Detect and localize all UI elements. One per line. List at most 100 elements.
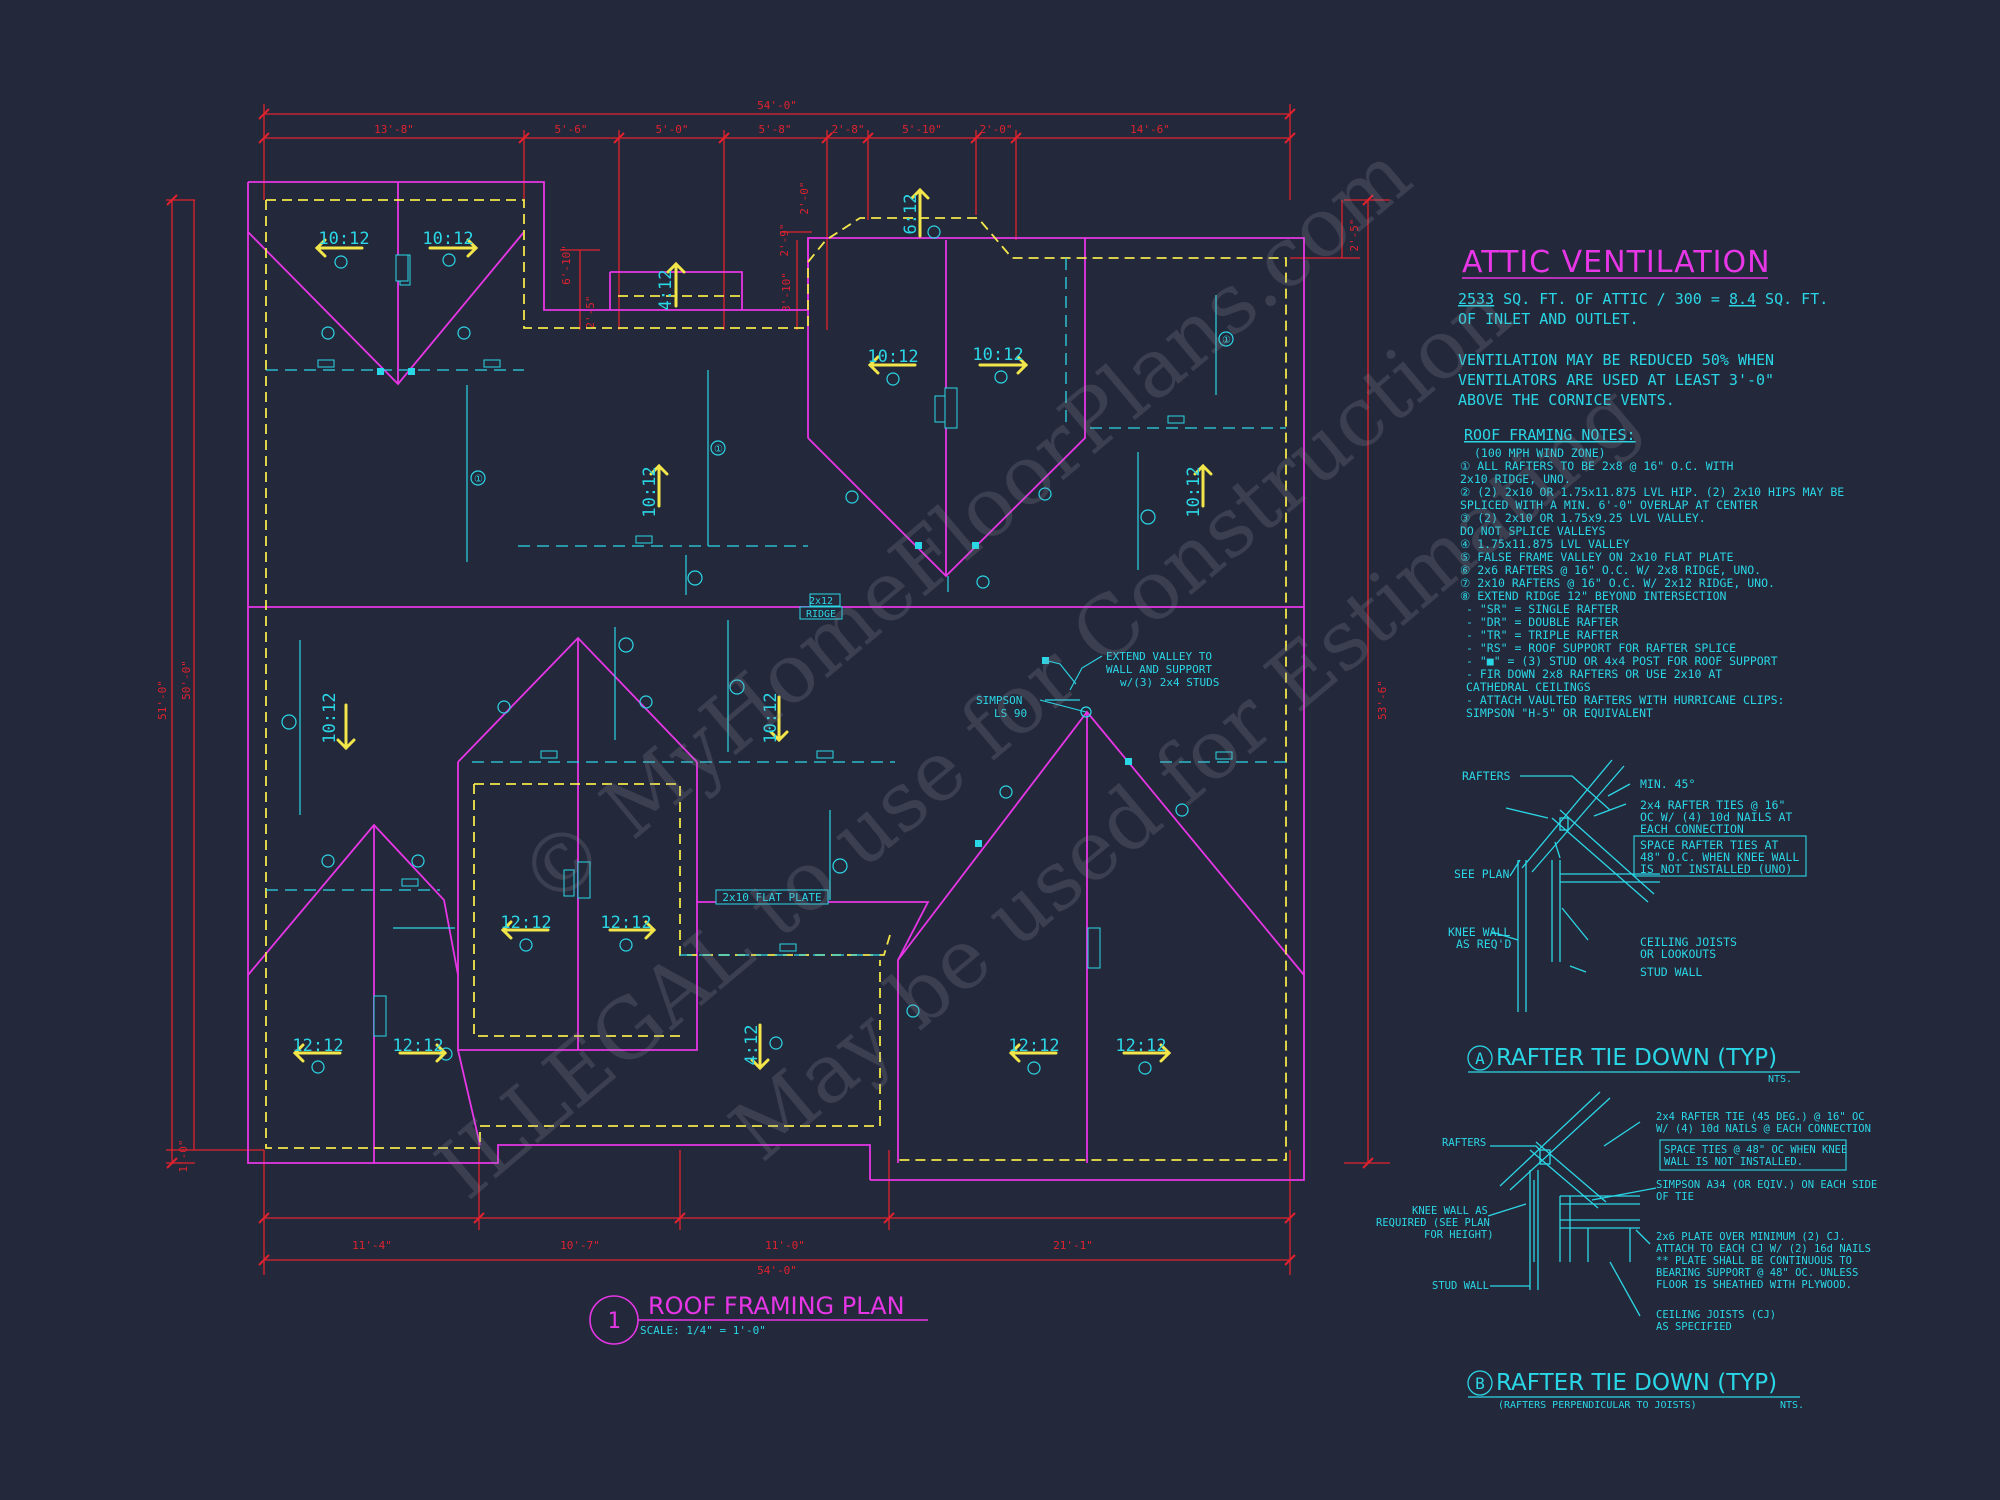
title-block: 1 ROOF FRAMING PLAN SCALE: 1/4" = 1'-0" bbox=[589, 1292, 928, 1345]
detail-b-plate-1: 2x6 PLATE OVER MINIMUM (2) CJ. bbox=[1656, 1231, 1846, 1243]
detail-b-plate-2: ATTACH TO EACH CJ W/ (2) 16d NAILS bbox=[1656, 1243, 1871, 1255]
dim-bottom-seg-1: 11'-4" bbox=[352, 1239, 392, 1252]
dim-top-seg-3: 5'-0" bbox=[655, 123, 688, 136]
notes-line-8: ④ 1.75x11.875 LVL VALLEY bbox=[1460, 537, 1630, 551]
pitch-label-8: 10:12 bbox=[1184, 466, 1204, 517]
ridge-size-label: 2x12 bbox=[809, 596, 833, 607]
attic-para-2: VENTILATORS ARE USED AT LEAST 3'-0" bbox=[1458, 371, 1774, 389]
drawing-scale: SCALE: 1/4" = 1'-0" bbox=[640, 1324, 766, 1337]
attic-sqft-value: 2533 bbox=[1458, 290, 1494, 308]
pitch-label-4: 6:12 bbox=[901, 194, 921, 235]
drawing-title: ROOF FRAMING PLAN bbox=[648, 1292, 905, 1320]
attic-title: ATTIC VENTILATION bbox=[1462, 245, 1771, 280]
detail-b-ceiling-2: AS SPECIFIED bbox=[1656, 1321, 1732, 1333]
pitch-label-13: 12:12 bbox=[292, 1036, 343, 1056]
notes-title: ROOF FRAMING NOTES: bbox=[1464, 426, 1636, 444]
detail-b-rafters: RAFTERS bbox=[1442, 1137, 1486, 1149]
pitch-label-17: 12:12 bbox=[1115, 1036, 1166, 1056]
pitch-label-7: 10:12 bbox=[640, 466, 660, 517]
dim-misc-6: 2'-5" bbox=[1348, 218, 1361, 251]
detail-a-tie-3: EACH CONNECTION bbox=[1640, 822, 1744, 836]
detail-b-plate-5: FLOOR IS SHEATHED WITH PLYWOOD. bbox=[1656, 1279, 1852, 1291]
pitch-arrows bbox=[292, 187, 1213, 1071]
roof-framing-notes: ROOF FRAMING NOTES: (100 MPH WIND ZONE) … bbox=[1460, 426, 1844, 720]
plan-note-markers: ① ① ① bbox=[474, 335, 1231, 485]
detail-b-plate-4: BEARING SUPPORT @ 48" OC. UNLESS bbox=[1656, 1267, 1858, 1279]
dim-left-inner: 50'-0" bbox=[180, 660, 193, 700]
detail-a-rafters: RAFTERS bbox=[1462, 769, 1511, 783]
simpson-note-line-2: LS 90 bbox=[994, 707, 1027, 720]
watermark-line-2: ILLEGAL to use for Construction bbox=[419, 265, 1528, 1217]
pitch-label-12: 12:12 bbox=[600, 913, 651, 933]
detail-a-space-2: 48" O.C. WHEN KNEE WALL bbox=[1640, 850, 1799, 864]
notes-line-17: - "■" = (3) STUD OR 4x4 POST FOR ROOF SU… bbox=[1466, 654, 1778, 668]
notes-line-6: ③ (2) 2x10 OR 1.75x9.25 LVL VALLEY. bbox=[1460, 511, 1706, 525]
pitch-label-5: 10:12 bbox=[867, 347, 918, 367]
pitch-label-6: 10:12 bbox=[972, 345, 1023, 365]
dim-bottom-seg-4: 21'-1" bbox=[1053, 1239, 1093, 1252]
notes-line-1: (100 MPH WIND ZONE) bbox=[1474, 446, 1606, 460]
notes-line-16: - "RS" = ROOF SUPPORT FOR RAFTER SPLICE bbox=[1466, 641, 1736, 655]
dim-right: 53'-6" bbox=[1376, 680, 1389, 720]
detail-a-ceiling-2: OR LOOKOUTS bbox=[1640, 947, 1716, 961]
detail-b-stud: STUD WALL bbox=[1432, 1280, 1489, 1292]
detail-b-subtitle: (RAFTERS PERPENDICULAR TO JOISTS) bbox=[1498, 1400, 1697, 1411]
note-marker-1: ① bbox=[474, 474, 483, 485]
detail-b-drawing bbox=[1487, 1091, 1657, 1317]
pitch-label-11: 12:12 bbox=[500, 913, 551, 933]
dim-bottom-seg-3: 11'-0" bbox=[765, 1239, 805, 1252]
detail-b-simpson-2: OF TIE bbox=[1656, 1191, 1694, 1203]
notes-line-11: ⑦ 2x10 RAFTERS @ 16" O.C. W/ 2x12 RIDGE,… bbox=[1460, 576, 1775, 590]
notes-line-5: SPLICED WITH A MIN. 6'-0" OVERLAP AT CEN… bbox=[1460, 498, 1758, 512]
dim-bottom-seg-2: 10'-7" bbox=[560, 1239, 600, 1252]
pitch-label-16: 12:12 bbox=[1008, 1036, 1059, 1056]
notes-line-10: ⑥ 2x6 RAFTERS @ 16" O.C. W/ 2x8 RIDGE, U… bbox=[1460, 563, 1761, 577]
dim-top-seg-6: 5'-10" bbox=[902, 123, 942, 136]
attic-para-3: ABOVE THE CORNICE VENTS. bbox=[1458, 391, 1675, 409]
detail-a-title: A RAFTER TIE DOWN (TYP) NTS. bbox=[1467, 1045, 1800, 1085]
dimension-labels: 54'-0" 13'-8" 5'-6" 5'-0" 5'-8" 2'-8" 5'… bbox=[156, 99, 1389, 1277]
dim-top-seg-1: 13'-8" bbox=[374, 123, 414, 136]
valley-note-line-2: WALL AND SUPPORT bbox=[1106, 663, 1212, 676]
attic-line-1-mid: SQ. FT. OF ATTIC / 300 = bbox=[1494, 290, 1729, 308]
detail-a-space-1: SPACE RAFTER TIES AT bbox=[1640, 838, 1779, 852]
detail-a-space-3: IS NOT INSTALLED (UNO) bbox=[1640, 862, 1792, 876]
detail-a-tie-1: 2x4 RAFTER TIES @ 16" bbox=[1640, 798, 1785, 812]
dim-left-outer: 51'-0" bbox=[156, 680, 169, 720]
roof-outline bbox=[247, 181, 1305, 1181]
dim-misc-1: 6'-10" bbox=[560, 245, 573, 285]
small-tags bbox=[317, 359, 1233, 952]
pitch-label-9: 10:12 bbox=[320, 692, 340, 743]
post-squares bbox=[377, 368, 1132, 847]
detail-a-stud: STUD WALL bbox=[1640, 965, 1702, 979]
note-circles bbox=[281, 225, 1234, 1075]
watermark: © MyHomeFloorPlans.com ILLEGAL to use fo… bbox=[419, 127, 1657, 1218]
dim-misc-5: 2'-0" bbox=[798, 181, 811, 214]
dim-top-overall: 54'-0" bbox=[757, 99, 797, 112]
plan-notes: EXTEND VALLEY TO WALL AND SUPPORT w/(3) … bbox=[976, 650, 1219, 720]
notes-line-19: CATHEDRAL CEILINGS bbox=[1466, 680, 1591, 694]
attic-para-1: VENTILATION MAY BE REDUCED 50% WHEN bbox=[1458, 351, 1774, 369]
detail-b-letter: B bbox=[1475, 1374, 1485, 1393]
dim-top-seg-4: 5'-8" bbox=[758, 123, 791, 136]
detail-b-space-1: SPACE TIES @ 48" OC WHEN KNEE bbox=[1664, 1144, 1847, 1156]
pitch-label-14: 12:12 bbox=[392, 1036, 443, 1056]
detail-b-space-2: WALL IS NOT INSTALLED. bbox=[1664, 1156, 1803, 1168]
attic-result-value: 8.4 bbox=[1729, 290, 1756, 308]
notes-line-18: - FIR DOWN 2x8 RAFTERS OR USE 2x10 AT bbox=[1466, 667, 1722, 681]
dim-top-seg-5: 2'-8" bbox=[831, 123, 864, 136]
attic-ventilation-block: ATTIC VENTILATION 2533 SQ. FT. OF ATTIC … bbox=[1458, 245, 1828, 409]
notes-line-13: - "SR" = SINGLE RAFTER bbox=[1466, 602, 1618, 616]
detail-a-drawing bbox=[1491, 759, 1660, 1012]
dim-misc-4: 2'-9" bbox=[778, 223, 791, 256]
detail-a-min: MIN. 45° bbox=[1640, 777, 1695, 791]
detail-b-title: B RAFTER TIE DOWN (TYP) (RAFTERS PERPEND… bbox=[1467, 1370, 1804, 1411]
detail-b-nts: NTS. bbox=[1780, 1400, 1804, 1411]
pitch-labels: 10:12 10:12 4:12 6:12 10:12 10:12 10:12 … bbox=[292, 194, 1204, 1066]
title-number: 1 bbox=[607, 1309, 620, 1334]
detail-b-note-box bbox=[1659, 1139, 1847, 1171]
detail-b-knee-1: KNEE WALL AS bbox=[1412, 1205, 1488, 1217]
detail-b-knee-2: REQUIRED (SEE PLAN bbox=[1376, 1217, 1490, 1229]
detail-b-ceiling-1: CEILING JOISTS (CJ) bbox=[1656, 1309, 1776, 1321]
